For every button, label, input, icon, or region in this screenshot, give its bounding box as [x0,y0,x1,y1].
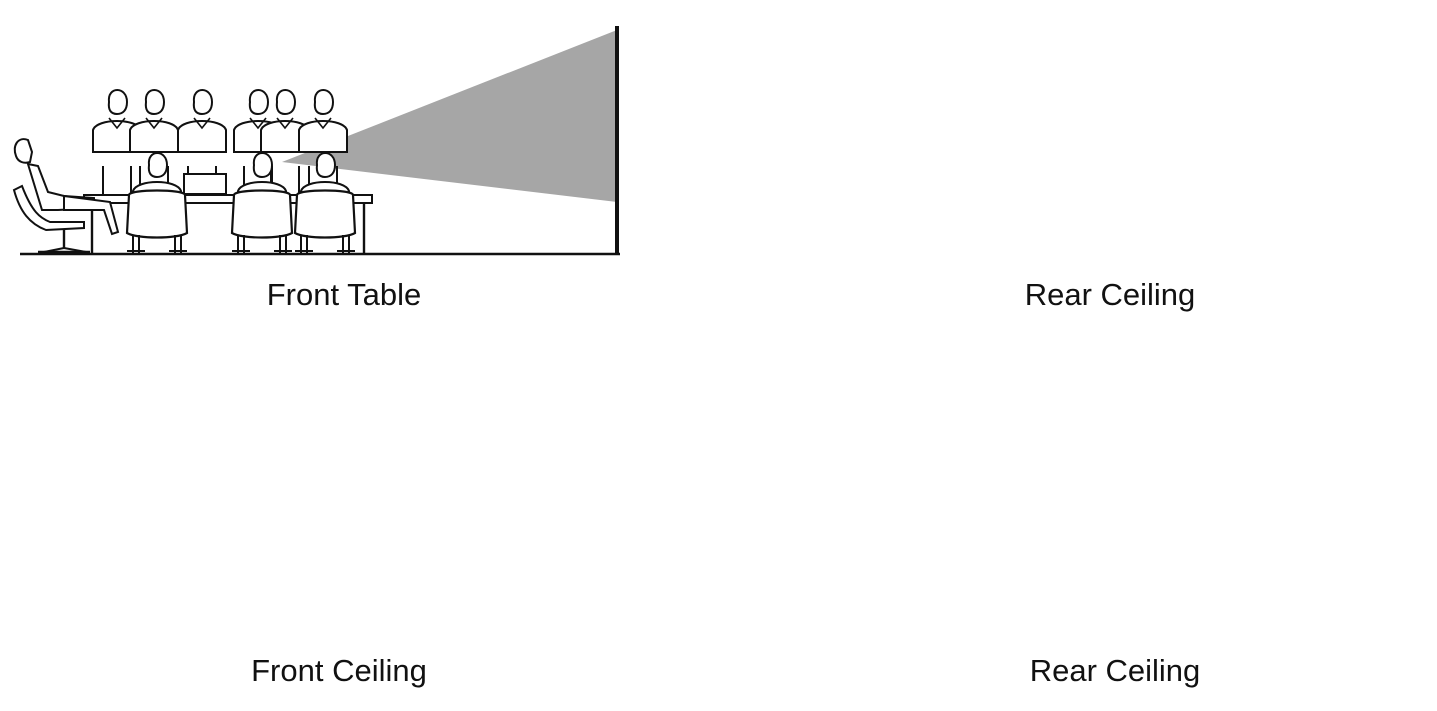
person-seated-icon [125,151,189,255]
person-icon [129,89,179,197]
person-seated-icon [230,151,294,255]
projection-beam [282,30,617,202]
caption-front-table: Front Table [266,277,422,312]
projector-icon [183,173,227,195]
caption-rear-ceiling-bottom: Rear Ceiling [1029,653,1201,688]
caption-rear-ceiling-top: Rear Ceiling [1024,277,1196,312]
caption-front-ceiling: Front Ceiling [251,653,427,688]
person-icon [298,89,348,197]
front-table-scene [12,26,620,256]
